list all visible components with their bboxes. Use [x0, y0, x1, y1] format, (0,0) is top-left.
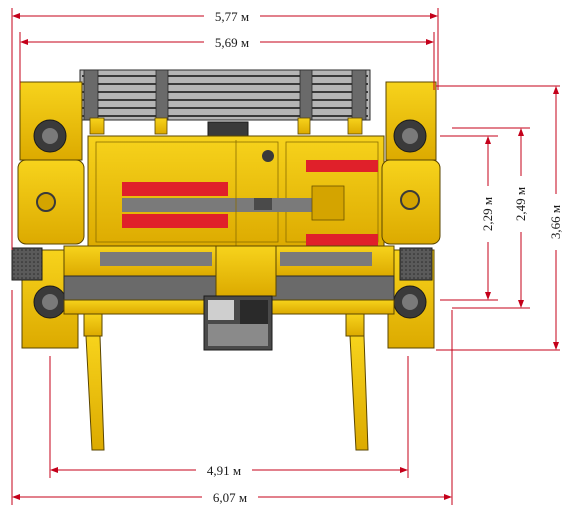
dim-right-2: 2,49 м	[513, 187, 528, 221]
dimension-labels: 5,77 м 5,69 м 4,91 м 6,07 м 2,29 м 2,49 …	[196, 8, 564, 505]
operator-console	[203, 295, 273, 351]
radiator-brackets	[89, 117, 363, 135]
dim-top-inner: 5,69 м	[215, 35, 249, 50]
cooling-tube-rack	[79, 69, 371, 121]
dim-bottom-outer: 6,07 м	[213, 490, 247, 505]
left-side-grille	[11, 247, 43, 281]
dim-top-outer: 5,77 м	[215, 9, 249, 24]
top-control-box	[207, 121, 249, 137]
main-chassis	[87, 135, 385, 249]
dim-bottom-inner: 4,91 м	[207, 463, 241, 478]
machine-top-view	[11, 69, 441, 451]
right-side-grille	[399, 247, 433, 281]
dim-right-3: 3,66 м	[548, 205, 563, 239]
front-legs	[83, 313, 369, 451]
dim-right-1: 2,29 м	[480, 197, 495, 231]
